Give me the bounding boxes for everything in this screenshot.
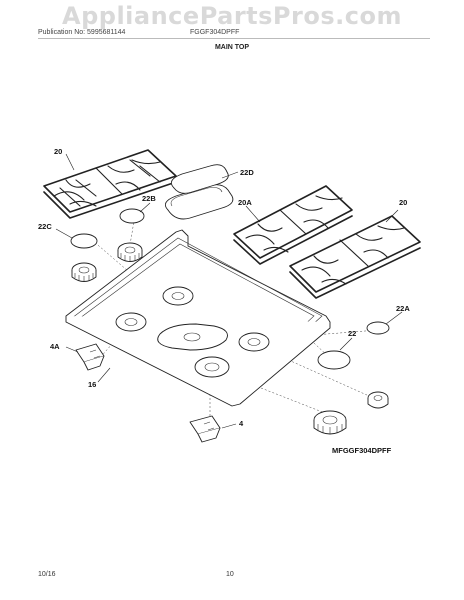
footer-page-number: 10	[226, 571, 234, 578]
center-burner-grate[interactable]	[233, 185, 353, 265]
main-top-panel[interactable]	[65, 229, 331, 407]
bracket-4a[interactable]	[75, 343, 105, 371]
label-4a: 4A	[50, 342, 60, 351]
burner-cap-22b[interactable]	[119, 208, 145, 224]
label-22: 22	[348, 329, 356, 338]
burner-head-right[interactable]	[367, 391, 389, 409]
label-22c: 22C	[38, 222, 52, 231]
label-4: 4	[239, 419, 244, 428]
burner-cap-22c[interactable]	[70, 233, 98, 249]
burner-cap-22a[interactable]	[366, 321, 390, 335]
burner-head-upper-left[interactable]	[117, 242, 143, 262]
section-title: MAIN TOP	[214, 44, 250, 51]
label-22a: 22A	[396, 304, 410, 313]
footer-date: 10/16	[38, 571, 56, 578]
label-16: 16	[88, 380, 96, 389]
burner-cap-22[interactable]	[317, 350, 351, 370]
header-divider	[38, 38, 430, 39]
label-20-left: 20	[54, 147, 62, 156]
burner-head-left[interactable]	[71, 262, 97, 282]
right-burner-grate[interactable]	[289, 215, 421, 299]
burner-head-large[interactable]	[313, 410, 347, 435]
label-22d: 22D	[240, 168, 254, 177]
diagram-reference-code: MFGGF304DPFF	[332, 446, 392, 455]
griddle-plate[interactable]	[164, 164, 234, 220]
bracket-4[interactable]	[189, 415, 221, 443]
watermark: AppliancePartsPros.com	[62, 2, 402, 30]
left-burner-grate[interactable]	[43, 149, 177, 219]
model-number: FGGF304DPFF	[190, 29, 240, 36]
label-20-right: 20	[399, 198, 407, 207]
label-20a: 20A	[238, 198, 252, 207]
label-22b: 22B	[142, 194, 156, 203]
leader-lines	[55, 153, 403, 429]
publication-number: Publication No: 5995681144	[38, 29, 126, 36]
